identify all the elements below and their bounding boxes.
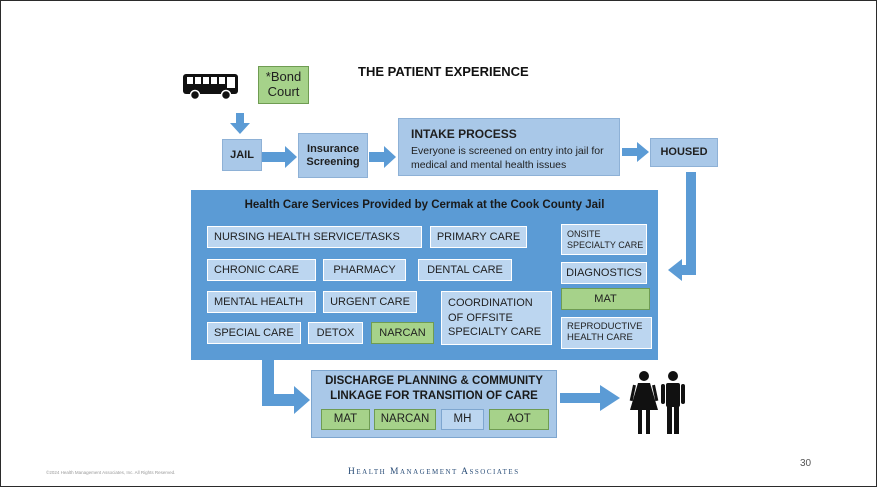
- intake-text: Everyone is screened on entry into jail …: [411, 145, 604, 171]
- service-chronic-care: CHRONIC CARE: [207, 259, 316, 281]
- discharge-mh: MH: [441, 409, 484, 430]
- jail-box: JAIL: [222, 139, 262, 171]
- service-narcan: NARCAN: [371, 322, 434, 344]
- arrow-housed-to-services: [668, 172, 696, 281]
- service-detox: DETOX: [308, 322, 363, 344]
- discharge-aot: AOT: [489, 409, 549, 430]
- arrow-down-to-jail: [230, 113, 250, 134]
- service-coordination-offsite: COORDINATION OF OFFSITE SPECIALTY CARE: [441, 291, 552, 345]
- discharge-mat: MAT: [321, 409, 370, 430]
- service-onsite-specialty: ONSITE SPECIALTY CARE: [561, 224, 647, 255]
- service-dental-care: DENTAL CARE: [418, 259, 512, 281]
- insurance-screening-box: Insurance Screening: [298, 133, 368, 178]
- service-mat: MAT: [561, 288, 650, 310]
- service-special-care: SPECIAL CARE: [207, 322, 301, 344]
- slide-title: THE PATIENT EXPERIENCE: [358, 64, 529, 79]
- service-pharmacy: PHARMACY: [323, 259, 406, 281]
- arrow-discharge-to-community: [560, 385, 620, 411]
- arrow-services-to-discharge: [262, 360, 310, 414]
- footer-logo: Health Management Associates: [348, 467, 520, 477]
- service-reproductive: REPRODUCTIVE HEALTH CARE: [561, 317, 652, 349]
- intake-process-box: INTAKE PROCESS Everyone is screened on e…: [398, 118, 620, 176]
- bond-court-box: *Bond Court: [258, 66, 309, 104]
- arrow-insurance-to-intake: [369, 146, 396, 168]
- discharge-narcan: NARCAN: [374, 409, 436, 430]
- service-mental-health: MENTAL HEALTH: [207, 291, 316, 313]
- bus-icon: [183, 74, 238, 101]
- services-title: Health Care Services Provided by Cermak …: [244, 199, 605, 211]
- arrow-intake-to-housed: [622, 142, 649, 162]
- arrow-jail-to-insurance: [262, 146, 297, 168]
- housed-box: HOUSED: [650, 138, 718, 167]
- service-urgent-care: URGENT CARE: [323, 291, 417, 313]
- service-diagnostics: DIAGNOSTICS: [561, 262, 647, 284]
- intake-title: INTAKE PROCESS: [411, 127, 517, 141]
- page-number: 30: [800, 458, 812, 469]
- service-primary-care: PRIMARY CARE: [430, 226, 527, 248]
- service-nursing: NURSING HEALTH SERVICE/TASKS: [207, 226, 422, 248]
- people-icon: [629, 371, 685, 434]
- discharge-title: DISCHARGE PLANNING & COMMUNITY LINKAGE F…: [325, 375, 543, 402]
- copyright-text: ©2024 Health Management Associates, Inc.…: [46, 470, 176, 475]
